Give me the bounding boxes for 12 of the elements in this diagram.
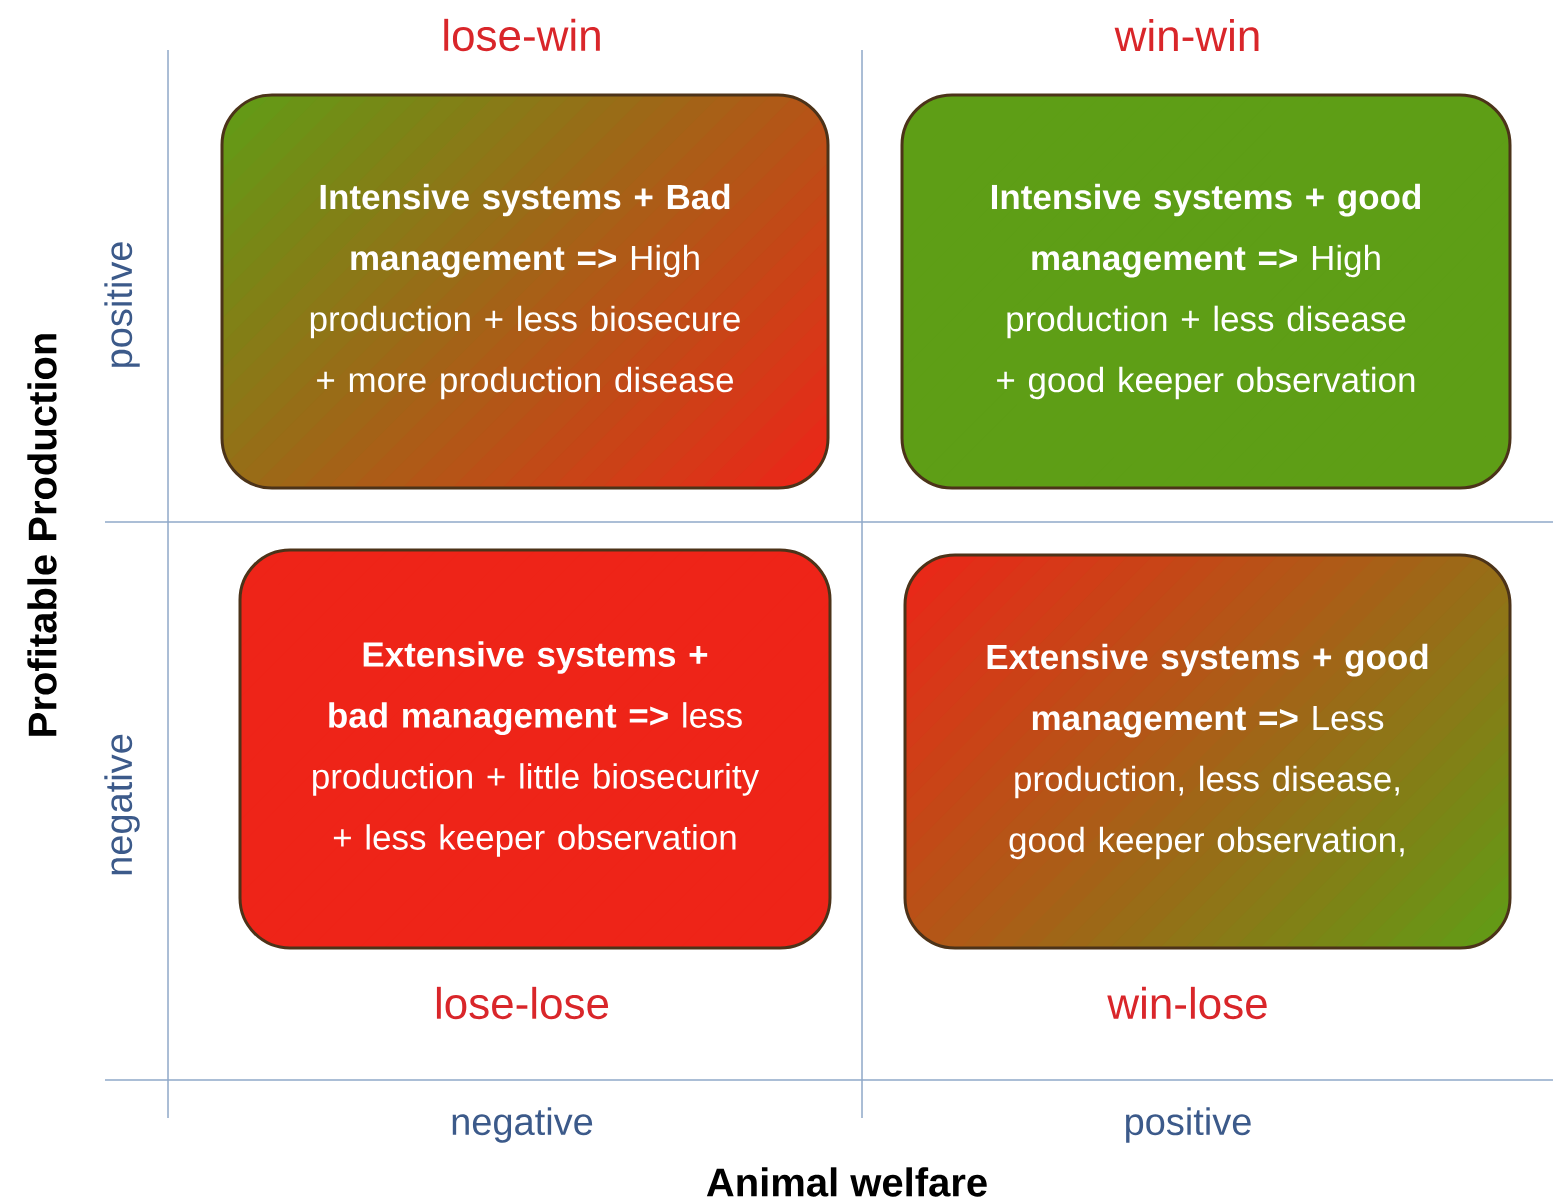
tick-label: negative: [104, 734, 140, 875]
axis-title: Animal welfare: [706, 1167, 987, 1197]
axis-title: Profitable Production: [27, 334, 57, 736]
quadrant-label: lose-lose: [436, 986, 609, 1020]
quadrant-box: Intensive systems + good management => High production + less disease + good keeper observation: [900, 93, 1512, 490]
quadrant-label: win-lose: [1107, 986, 1267, 1020]
tick-label: negative: [452, 1107, 593, 1143]
quadrant-box: Extensive systems + good management => Less production, less disease, good keeper observation,: [903, 553, 1512, 950]
quadrant-label: win-win: [1114, 19, 1259, 51]
tick-label: positive: [1126, 1107, 1251, 1143]
tick-label: positive: [104, 242, 140, 367]
quadrant-label: lose-win: [444, 18, 600, 52]
